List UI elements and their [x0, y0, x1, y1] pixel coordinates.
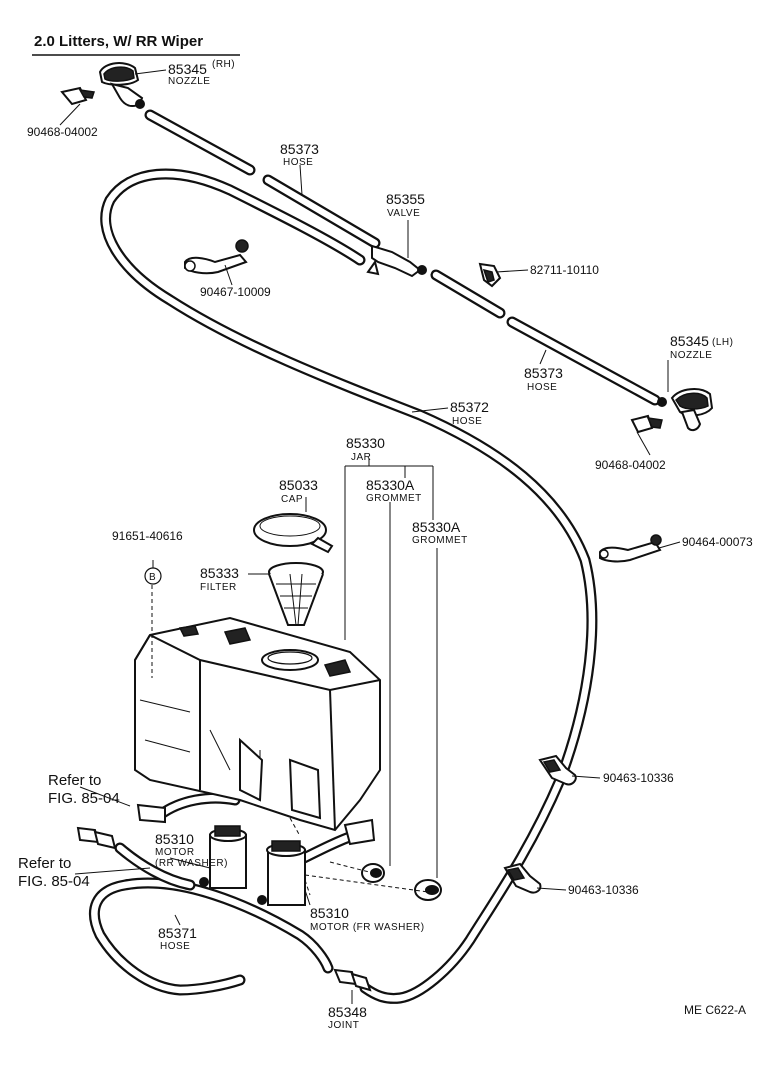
refer-2-line2: FIG. 85-04 — [18, 873, 90, 890]
nozzle-rh-name: NOZZLE — [168, 76, 210, 87]
nozzle-rh — [98, 62, 145, 109]
valve-number: 85355 — [386, 191, 425, 207]
label-filter: 85333 FILTER — [200, 565, 239, 593]
label-nozzle-lh: 85345 (LH) NOZZLE — [670, 333, 733, 361]
motor-rr-name: MOTOR — [155, 847, 195, 858]
hose-upper-name: HOSE — [283, 157, 313, 168]
jar — [134, 616, 381, 832]
jar-name: JAR — [351, 452, 371, 463]
filter — [268, 562, 324, 626]
joint-name: JOINT — [328, 1020, 359, 1031]
label-hose-long: 85372 HOSE — [450, 399, 489, 427]
clip-rh-number: 90468-04002 — [27, 125, 98, 139]
hose-85371 — [88, 877, 334, 996]
nozzle-rh-suffix: (RH) — [212, 59, 235, 70]
grommet-1-number: 85330A — [366, 477, 415, 493]
label-joint: 85348 JOINT — [328, 1004, 367, 1031]
cap-number: 85033 — [279, 477, 318, 493]
clamp-c-number: 90464-00073 — [682, 535, 753, 549]
clamp-e-number: 90463-10336 — [568, 883, 639, 897]
label-jar: 85330 JAR — [346, 435, 385, 463]
label-bolt: 91651-40616 B — [112, 529, 183, 585]
clamp-a-number: 82711-10110 — [530, 263, 599, 277]
label-valve: 85355 VALVE — [386, 191, 425, 219]
nozzle-lh-suffix: (LH) — [712, 337, 733, 348]
clamp-d-number: 90463-10336 — [603, 771, 674, 785]
grommet-2-number: 85330A — [412, 519, 461, 535]
label-grommet-2: 85330A GROMMET — [412, 519, 468, 546]
grommet-2-shape — [414, 879, 442, 901]
refer-1-line2: FIG. 85-04 — [48, 790, 120, 807]
label-motor-rr: 85310 MOTOR (RR WASHER) — [155, 831, 228, 869]
valve-name: VALVE — [387, 208, 420, 219]
nozzle-lh — [657, 388, 714, 432]
hose-right-number: 85373 — [524, 365, 563, 381]
label-refer-1: Refer to FIG. 85-04 — [48, 772, 120, 807]
figure-code: ME C622-A — [684, 1003, 746, 1017]
nozzle-rh-number: 85345 — [168, 61, 207, 77]
hose-lower-number: 85371 — [158, 925, 197, 941]
label-grommet-1: 85330A GROMMET — [366, 477, 422, 504]
label-motor-fr: 85310 MOTOR (FR WASHER) — [310, 905, 425, 933]
hose-85372 — [100, 168, 598, 1004]
clamp-90464 — [599, 534, 662, 563]
motor-fr-name: MOTOR (FR WASHER) — [310, 922, 425, 933]
hose-85373-right — [430, 269, 661, 406]
filter-number: 85333 — [200, 565, 239, 581]
clip-lh — [630, 414, 663, 434]
joint-number: 85348 — [328, 1004, 367, 1020]
motor-rr-detail: (RR WASHER) — [155, 858, 228, 869]
connector-left — [76, 826, 117, 850]
grommet-2-name: GROMMET — [412, 535, 468, 546]
clamp-90467 — [184, 239, 249, 275]
clamp-82711 — [478, 262, 502, 288]
hose-85373-upper — [144, 109, 381, 249]
clamp-b-number: 90467-10009 — [200, 285, 271, 299]
motor-rr-number: 85310 — [155, 831, 194, 847]
refer-1-line1: Refer to — [48, 772, 101, 789]
hose-lower-name: HOSE — [160, 941, 190, 952]
dashed-lines — [151, 585, 429, 896]
motor-fr-number: 85310 — [310, 905, 349, 921]
clamp-90463-lower — [503, 862, 542, 894]
hose-long-number: 85372 — [450, 399, 489, 415]
label-nozzle-rh: 85345 (RH) NOZZLE — [168, 59, 235, 87]
clip-rh — [60, 86, 95, 106]
bolt-marker-circle — [144, 567, 162, 585]
cap — [253, 513, 334, 554]
hose-right-name: HOSE — [527, 382, 557, 393]
diagram-title: 2.0 Litters, W/ RR Wiper — [34, 33, 203, 50]
joint — [333, 968, 372, 992]
nozzle-lh-name: NOZZLE — [670, 350, 712, 361]
hose-upper-number: 85373 — [280, 141, 319, 157]
clamp-90463-upper — [538, 754, 577, 786]
label-cap: 85033 CAP — [279, 477, 318, 505]
jar-number: 85330 — [346, 435, 385, 451]
label-refer-2: Refer to FIG. 85-04 — [18, 855, 90, 890]
clip-lh-number: 90468-04002 — [595, 458, 666, 472]
bolt-marker: B — [149, 572, 156, 583]
label-hose-upper: 85373 HOSE — [280, 141, 319, 168]
grommet-1-name: GROMMET — [366, 493, 422, 504]
valve — [366, 244, 427, 278]
filter-name: FILTER — [200, 582, 237, 593]
refer-2-line1: Refer to — [18, 855, 71, 872]
hose-long-name: HOSE — [452, 416, 482, 427]
label-hose-lower: 85371 HOSE — [158, 925, 197, 952]
motor-fr — [257, 818, 376, 906]
motor-rr — [136, 803, 247, 889]
nozzle-lh-number: 85345 — [670, 333, 709, 349]
label-hose-right: 85373 HOSE — [524, 365, 563, 393]
leader-lines — [59, 69, 681, 1004]
cap-name: CAP — [281, 494, 303, 505]
bolt-number: 91651-40616 — [112, 529, 183, 543]
